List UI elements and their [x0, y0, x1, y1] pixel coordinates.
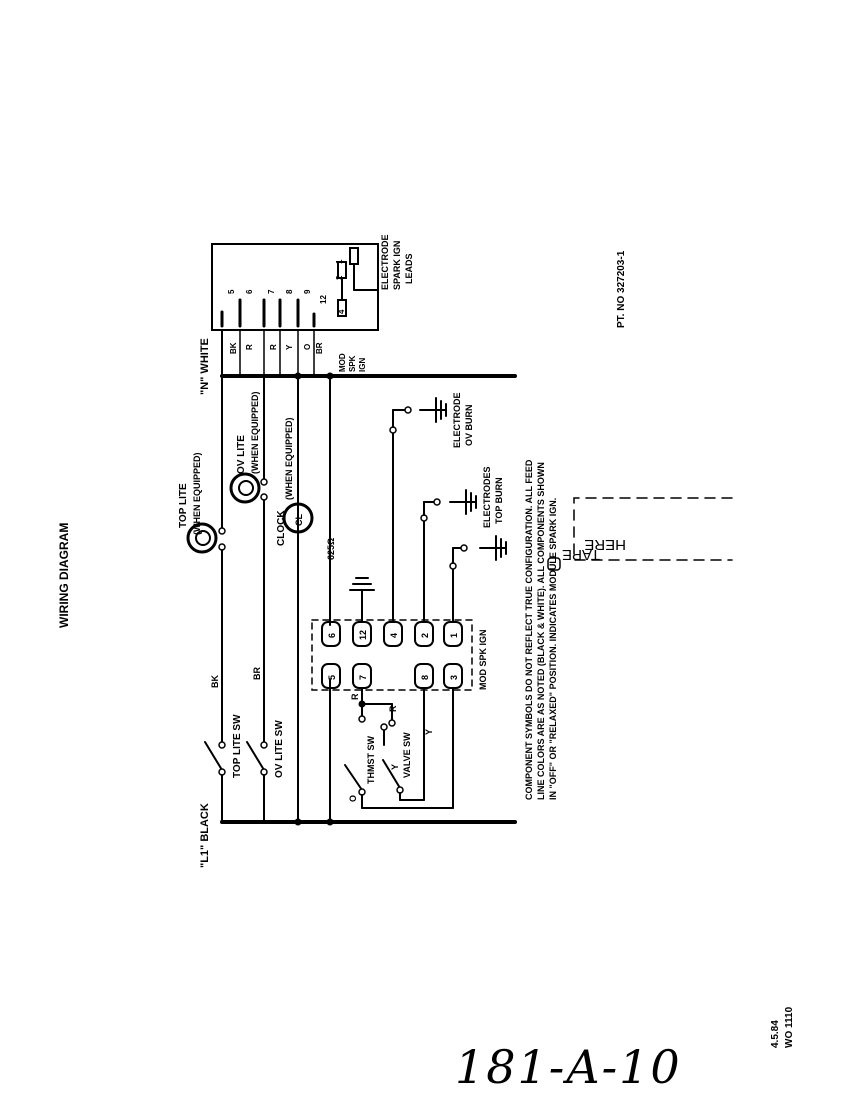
wire-pin-y-label: Y [424, 729, 434, 735]
ov-lite-label: OV LITE [236, 435, 247, 474]
valve-sw-label: VALVE SW [402, 732, 412, 778]
box-pin-12: 12 [319, 295, 328, 304]
box-spark-pin-4: 4 [337, 309, 346, 314]
box-spk-label: SPK [348, 355, 357, 372]
wire-bk-label: BK [210, 675, 220, 688]
wire-o-label: O [348, 795, 358, 802]
electrodes-top-sub: TOP BURN [494, 477, 504, 524]
note-line-1: COMPONENT SYMBOLS DO NOT REFLECT TRUE CO… [524, 459, 534, 800]
thermostat-switch [344, 764, 363, 791]
pin-3: 3 [449, 675, 459, 680]
top-lite-sub: (WHEN EQUIPPED) [192, 452, 202, 535]
electrode-ov-label: ELECTRODE [452, 392, 462, 448]
handwritten-number: 181-A-10 [455, 1040, 682, 1094]
box-pin-5: 5 [227, 289, 236, 294]
pin-4: 4 [389, 633, 399, 638]
box-wire-r2: R [269, 344, 278, 350]
part-number: PT. NO 327203-1 [616, 250, 627, 328]
box-pin-6: 6 [245, 289, 254, 294]
spark-electrode-label-2: SPARK IGN [392, 241, 402, 290]
pin-6: 6 [327, 633, 337, 638]
module-label: MOD SPK IGN [478, 629, 488, 690]
spark-electrode-label-1: ELECTRODE [380, 234, 390, 290]
top-lite-label: TOP LITE [178, 483, 189, 528]
box-pin-7: 7 [267, 289, 276, 294]
line-l1-label: "L1" BLACK [199, 803, 211, 868]
pin-7: 7 [358, 675, 368, 680]
wo-code: WO 1110 [784, 1006, 795, 1048]
pin-5: 5 [327, 675, 337, 680]
valve-switch [382, 759, 401, 789]
ov-lite-sw-label: OV LITE SW [274, 720, 285, 778]
pin-1: 1 [449, 633, 459, 638]
wire-pin-r-label: R [388, 705, 398, 712]
box-ign-label: IGN [358, 358, 367, 372]
note-line-2: LINE COLORS ARE AS NOTED (BLACK & WHITE)… [536, 462, 546, 800]
clock-motor [282, 502, 314, 534]
box-spark-pin-1: 1 [335, 259, 344, 264]
module-pins-bottom [321, 663, 463, 689]
ov-lite-sub: (WHEN EQUIPPED) [250, 391, 260, 474]
clock-sub: (WHEN EQUIPPED) [284, 417, 294, 500]
wire-r-label: R [350, 693, 360, 700]
clock-label: CLOCK [276, 510, 287, 546]
connector-box [211, 243, 379, 331]
box-pin-9: 9 [303, 289, 312, 294]
note-line-3: IN "OFF" OR "RELAXED" POSITION. INDICATE… [548, 498, 558, 800]
spark-electrode-leads [337, 247, 379, 317]
electrode-ov-sub: OV BURN [464, 404, 474, 446]
box-mod-label: MOD [338, 353, 347, 372]
pin-2: 2 [420, 633, 430, 638]
box-wire-y: Y [285, 344, 294, 350]
date-code: 4.5.84 [770, 1020, 781, 1048]
box-wire-r1: R [245, 344, 254, 350]
ov-lite-switch [246, 741, 265, 771]
box-pin-8: 8 [285, 289, 294, 294]
box-wire-bk: BK [229, 342, 238, 354]
pin-8: 8 [420, 675, 430, 680]
here-label: HERE [584, 536, 626, 553]
top-lite-switch [204, 741, 223, 771]
connector-pins [220, 298, 316, 328]
top-lite-sw-label: TOP LITE SW [232, 714, 243, 778]
spark-electrode-label-3: LEADS [404, 253, 414, 284]
diagram-title: WIRING DIAGRAM [57, 523, 71, 628]
box-wire-o: O [303, 344, 312, 350]
thmst-sw-label: THMST SW [366, 736, 376, 784]
box-wire-br: BR [315, 342, 324, 354]
clock-badge: CL [294, 514, 304, 526]
box-spark-pin-2: 2 [335, 275, 344, 280]
electrodes-top-label: ELECTRODES [482, 466, 492, 528]
tape-label: TAPE [562, 546, 600, 563]
wire-br-label: BR [252, 667, 262, 680]
resistor-label: 625Ω [326, 538, 336, 560]
ov-lite-lamp [229, 472, 261, 504]
pin-12: 12 [358, 630, 368, 640]
line-n-label: "N" WHITE [199, 338, 211, 395]
tape-here-box [573, 497, 733, 561]
top-lite-lamp [186, 522, 218, 554]
wire-y-label: Y [390, 764, 400, 770]
